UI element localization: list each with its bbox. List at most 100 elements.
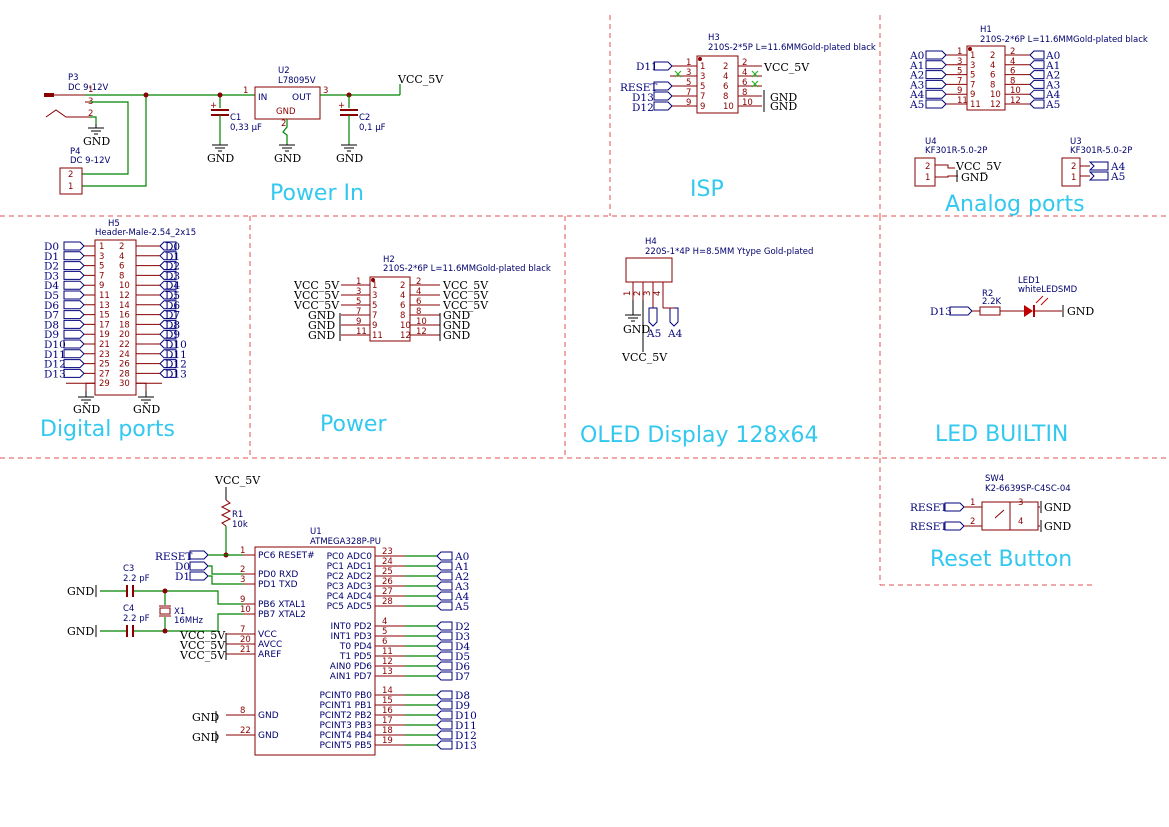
capacitor-c4: C4 2.2 pF (123, 604, 150, 637)
net-label-a4: A4 (1045, 89, 1061, 101)
svg-text:1: 1 (970, 498, 975, 508)
r2-value: 2.2K (982, 297, 1002, 307)
p3-ref: P3 (68, 73, 79, 83)
net-flag (436, 720, 453, 730)
pin-number: 9 (240, 595, 245, 605)
svg-text:10: 10 (990, 90, 1001, 100)
svg-text:1: 1 (68, 182, 73, 192)
net-flag (159, 300, 177, 310)
net-flag (63, 319, 85, 329)
net-flag (159, 339, 177, 349)
net-flag (63, 359, 85, 369)
c3-value: 2.2 pF (123, 574, 150, 584)
svg-text:3: 3 (356, 287, 361, 297)
pin-name: T0 PD4 (339, 642, 372, 652)
section-titles: Power In ISP Analog ports Digital ports … (40, 177, 1085, 572)
svg-text:8: 8 (990, 80, 995, 90)
net-label-d0: D0 (165, 241, 180, 253)
net-label-a4: A4 (1110, 161, 1126, 173)
svg-text:10: 10 (742, 98, 753, 108)
gnd-symbol-digital-right: GND (133, 391, 160, 416)
net-label-a1: A1 (454, 561, 469, 573)
dc-jack-p3: P3 DC 9-12V 1 3 2 (44, 73, 108, 119)
c1-ref: C1 (230, 113, 241, 123)
u2-gnd-pin: GND (276, 107, 296, 117)
power-in-block: P3 DC 9-12V 1 3 2 P4 DC 9-12V 2 1 (44, 66, 444, 195)
net-label-d5: D5 (455, 651, 470, 663)
net-label-d13: D13 (165, 368, 187, 380)
vcc-label: VCC_5V (442, 299, 489, 312)
pin-number: 6 (382, 637, 387, 647)
svg-text:3: 3 (1018, 498, 1023, 508)
svg-text:6: 6 (416, 297, 421, 307)
analog-block: H1 210S-2*6P L=11.6MMGold-plated black 1… (909, 25, 1148, 187)
pin-number: 4 (382, 617, 387, 627)
net-label-d12: D12 (165, 359, 187, 371)
dc-jack-p4: P4 DC 9-12V 2 1 (59, 147, 110, 195)
u2-ref: U2 (278, 66, 290, 76)
svg-text:9: 9 (99, 281, 104, 291)
net-label-a4: A4 (909, 89, 925, 101)
net-label-d11: D11 (455, 720, 477, 732)
gnd-label: GND (73, 403, 100, 416)
net-flag (436, 730, 453, 740)
pin-number: 12 (382, 657, 393, 667)
svg-text:12: 12 (416, 327, 427, 337)
net-label-d5: D5 (165, 290, 180, 302)
net-label-d10: D10 (165, 339, 187, 351)
net-label-d6: D6 (455, 661, 470, 673)
pin-number: 1 (240, 546, 245, 556)
svg-text:7: 7 (957, 76, 962, 86)
pin-number: 18 (382, 726, 393, 736)
net-flag (63, 329, 85, 339)
net-label-d7: D7 (44, 310, 59, 322)
net-label-d1: D1 (44, 251, 59, 263)
h2-ref: H2 (383, 255, 395, 265)
pin-number: 26 (382, 577, 393, 587)
svg-text:1: 1 (957, 47, 962, 57)
c2-value: 0,1 µF (359, 123, 386, 133)
svg-text:8: 8 (1010, 76, 1015, 86)
net-label-a4: A4 (454, 591, 470, 603)
net-flag (925, 99, 947, 109)
net-label-d1: D1 (175, 571, 190, 583)
net-label-a5: A5 (1045, 99, 1060, 111)
svg-text:2: 2 (990, 51, 995, 61)
svg-text:2: 2 (742, 58, 747, 68)
svg-text:7: 7 (970, 80, 975, 90)
net-label-d2: D2 (44, 261, 59, 273)
svg-text:1: 1 (623, 291, 633, 296)
gnd-label: GND (133, 403, 160, 416)
net-label-d8: D8 (455, 690, 470, 702)
svg-text:29: 29 (99, 379, 110, 389)
svg-text:4: 4 (416, 287, 421, 297)
gnd-label: GND (308, 329, 335, 342)
net-flag (63, 290, 85, 300)
svg-text:10: 10 (723, 102, 734, 112)
net-label-d6: D6 (165, 300, 180, 312)
net-flag (1029, 50, 1045, 60)
isp-left-nets: D11 RESET D13 D12 (620, 61, 658, 114)
svg-text:1: 1 (88, 85, 93, 95)
net-flag (63, 251, 85, 261)
svg-text:1: 1 (372, 281, 377, 291)
pin-name: AVCC (258, 640, 282, 650)
net-label-d12: D12 (455, 730, 477, 742)
net-flag (63, 368, 85, 378)
svg-text:4: 4 (1010, 57, 1015, 67)
led-block: D13 R2 2.2K LED1 whiteLEDSMD GND (930, 276, 1094, 318)
svg-text:6: 6 (990, 71, 995, 81)
svg-text:2: 2 (119, 242, 124, 252)
net-flag (159, 359, 177, 369)
section-dividers (0, 15, 1169, 586)
svg-text:24: 24 (119, 350, 130, 360)
net-flag (159, 310, 177, 320)
net-label-a2: A2 (1045, 70, 1060, 82)
net-label-d8: D8 (44, 319, 59, 331)
gnd-label-reset: GND (1044, 501, 1071, 514)
svg-text:8: 8 (119, 271, 124, 281)
gnd-label-isp: GND (770, 91, 797, 104)
svg-text:3: 3 (970, 61, 975, 71)
svg-text:2: 2 (1010, 47, 1015, 57)
